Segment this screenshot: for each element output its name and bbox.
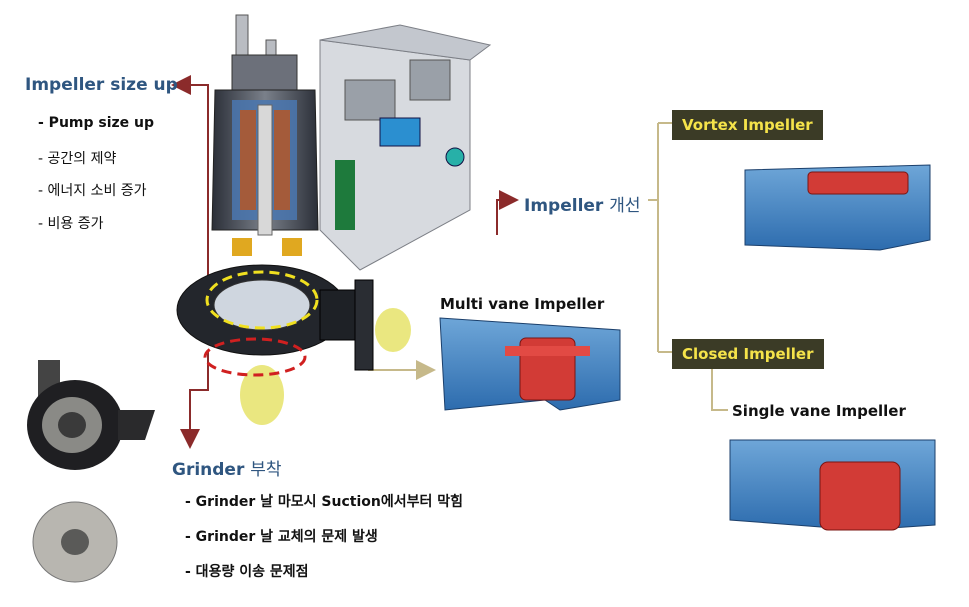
single-vane-impeller-drawing <box>729 439 936 531</box>
vortex-impeller-box: Vortex Impeller <box>672 110 823 140</box>
grinder-item-3: - 대용량 이송 문제점 <box>185 564 309 580</box>
submersible-pump-illustration <box>176 14 411 425</box>
impeller-improvement-en: Impeller <box>524 196 604 216</box>
vortex-impeller-drawing <box>744 164 931 251</box>
grinder-photo <box>27 360 155 583</box>
multi-vane-label: Multi vane Impeller <box>440 295 605 313</box>
grinder-title-kr: 부착 <box>250 460 282 480</box>
wet-well-illustration <box>319 24 492 271</box>
left-item-4: - 비용 증가 <box>38 216 104 232</box>
grinder-title-en: Grinder <box>172 460 245 480</box>
grinder-title: Grinder 부착 <box>172 455 282 480</box>
multi-vane-impeller-drawing <box>439 317 621 411</box>
left-item-3: - 에너지 소비 증가 <box>38 183 147 199</box>
impeller-improvement-kr: 개선 <box>609 196 641 216</box>
grinder-item-1: - Grinder 날 마모시 Suction에서부터 막힘 <box>185 494 463 510</box>
impeller-improvement-title: Impeller 개선 <box>524 191 641 216</box>
connector-impeller-improvement <box>496 190 519 235</box>
connector-grinder <box>180 350 209 449</box>
left-item-1: - Pump size up <box>38 115 155 131</box>
connector-impeller-size-up <box>171 75 209 290</box>
grinder-item-2: - Grinder 날 교체의 문제 발생 <box>185 529 378 545</box>
impeller-size-up-title: Impeller size up <box>25 75 178 95</box>
left-item-2: - 공간의 제약 <box>38 151 117 167</box>
single-vane-label: Single vane Impeller <box>732 402 906 420</box>
closed-impeller-box: Closed Impeller <box>672 339 824 369</box>
connector-right-tree <box>648 122 728 411</box>
